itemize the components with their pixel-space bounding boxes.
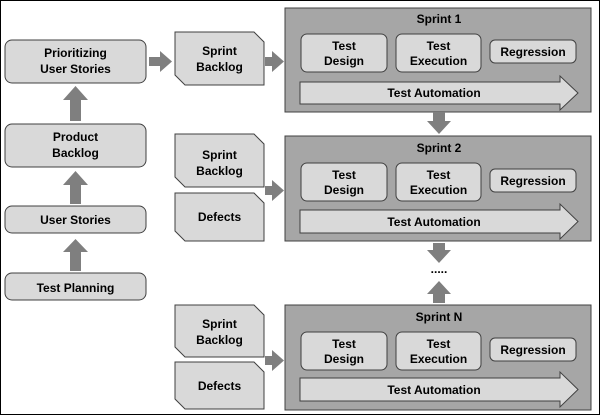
product-backlog-box: Product Backlog	[4, 123, 147, 168]
sprint-1-test-design-box: Test Design	[300, 33, 388, 73]
sprint-backlog-n-shape: Sprint Backlog	[174, 304, 265, 358]
arrow-right-icon	[265, 180, 284, 201]
sprint-backlog-n-label-line1: Sprint	[202, 317, 237, 331]
sprint-2-test-design-line2: Design	[324, 183, 364, 197]
sprint-1-title: Sprint 1	[417, 12, 462, 26]
user-stories-box: User Stories	[4, 205, 147, 234]
sprint-backlog-1-shape: Sprint Backlog	[174, 31, 265, 86]
sprint-n-panel: Sprint N Test Design Test Execution Regr…	[284, 304, 592, 411]
defects-2-label: Defects	[198, 210, 242, 224]
sprint-1-regression-box: Regression	[489, 39, 577, 64]
sprint-1-test-execution-line1: Test	[427, 39, 451, 53]
arrow-down-icon	[427, 112, 451, 134]
sprint-n-test-automation-label: Test Automation	[387, 383, 480, 397]
arrow-down-icon	[427, 243, 451, 263]
sprint-2-test-design-box: Test Design	[300, 162, 388, 202]
defects-2-shape: Defects	[174, 192, 265, 242]
defects-n-label: Defects	[198, 379, 242, 393]
sprint-1-test-automation-arrow: Test Automation	[299, 74, 579, 112]
sprint-n-test-automation-arrow: Test Automation	[299, 370, 579, 409]
sprint-backlog-n-label-line2: Backlog	[196, 333, 243, 347]
sprint-2-test-automation-arrow: Test Automation	[299, 202, 579, 241]
sprint-2-test-design-line1: Test	[332, 168, 356, 182]
sprint-backlog-1-label-line2: Backlog	[196, 60, 243, 74]
sprint-2-test-execution-box: Test Execution	[395, 162, 482, 202]
test-planning-label: Test Planning	[37, 281, 115, 295]
arrow-right-icon	[149, 51, 172, 72]
sprint-backlog-2-shape: Sprint Backlog	[174, 133, 265, 188]
arrow-up-icon	[427, 281, 451, 303]
sprint-2-title: Sprint 2	[417, 141, 462, 155]
sprint-2-regression-label: Regression	[500, 174, 565, 188]
arrow-up-icon	[63, 171, 88, 204]
sprint-n-test-design-box: Test Design	[300, 331, 388, 371]
sprint-n-test-execution-box: Test Execution	[395, 331, 482, 371]
sprint-n-test-execution-line2: Execution	[410, 352, 467, 366]
sprint-n-test-design-line1: Test	[332, 337, 356, 351]
sprint-1-test-design-line1: Test	[332, 39, 356, 53]
sprint-n-title: Sprint N	[416, 310, 463, 324]
prioritizing-label-line2: User Stories	[40, 62, 111, 76]
sprint-1-test-automation-label: Test Automation	[387, 86, 480, 100]
product-backlog-label-line2: Backlog	[52, 146, 99, 160]
sprint-2-regression-box: Regression	[489, 168, 577, 193]
arrow-right-icon	[265, 51, 284, 72]
sprint-2-test-execution-line2: Execution	[410, 183, 467, 197]
defects-n-shape: Defects	[174, 361, 265, 410]
sprint-1-test-execution-line2: Execution	[410, 54, 467, 68]
arrow-up-icon	[63, 239, 88, 271]
sprint-1-panel: Sprint 1 Test Design Test Execution Regr…	[284, 7, 592, 113]
prioritizing-label-line1: Prioritizing	[44, 46, 107, 60]
arrow-right-icon	[265, 350, 284, 371]
sprint-2-test-execution-line1: Test	[427, 168, 451, 182]
sprint-backlog-2-label-line2: Backlog	[196, 164, 243, 178]
product-backlog-label-line1: Product	[53, 130, 98, 144]
sprint-1-regression-label: Regression	[500, 45, 565, 59]
sprint-2-test-automation-label: Test Automation	[387, 215, 480, 229]
sprint-1-test-design-line2: Design	[324, 54, 364, 68]
sprint-backlog-2-label-line1: Sprint	[202, 148, 237, 162]
sprint-n-test-execution-line1: Test	[427, 337, 451, 351]
sprint-backlog-1-label-line1: Sprint	[202, 44, 237, 58]
test-planning-box: Test Planning	[4, 272, 147, 301]
prioritizing-user-stories-box: Prioritizing User Stories	[4, 39, 147, 84]
sprint-n-test-design-line2: Design	[324, 352, 364, 366]
arrow-up-icon	[63, 86, 88, 121]
sprint-1-test-execution-box: Test Execution	[395, 33, 482, 73]
sprint-n-regression-label: Regression	[500, 343, 565, 357]
ellipsis: .....	[431, 262, 448, 276]
sprint-2-panel: Sprint 2 Test Design Test Execution Regr…	[284, 135, 592, 242]
user-stories-label: User Stories	[40, 213, 111, 227]
sprint-n-regression-box: Regression	[489, 337, 577, 362]
